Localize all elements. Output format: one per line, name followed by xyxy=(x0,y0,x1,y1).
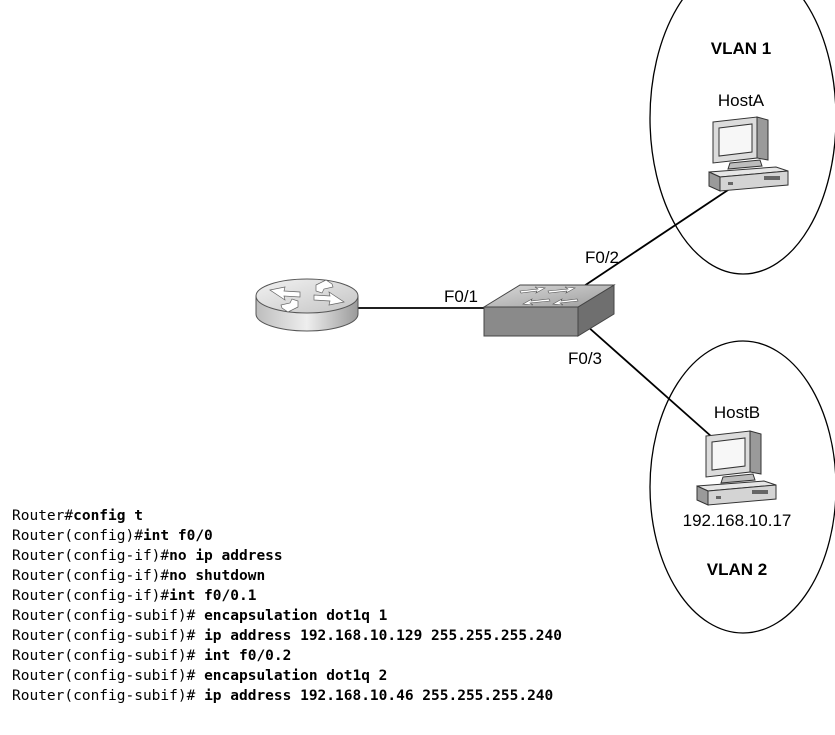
link-switch-hostb xyxy=(577,317,713,438)
vlan2-boundary xyxy=(649,340,835,634)
vlan2-label: VLAN 2 xyxy=(707,560,767,579)
config-line: Router(config-if)#no ip address xyxy=(12,546,562,566)
hostb-ip-label: 192.168.10.17 xyxy=(683,511,792,530)
config-line: Router(config-subif)# ip address 192.168… xyxy=(12,686,562,706)
config-command: no shutdown xyxy=(169,568,266,584)
config-command: int f0/0.1 xyxy=(169,588,257,604)
computer-icon xyxy=(696,430,777,506)
port-f0-3-label: F0/3 xyxy=(568,349,602,368)
hostb-label: HostB xyxy=(714,403,760,422)
computer-icon xyxy=(708,116,789,192)
config-prompt: Router(config-if)# xyxy=(12,588,170,604)
config-line: Router(config-if)#no shutdown xyxy=(12,566,562,586)
config-line: Router(config-if)#int f0/0.1 xyxy=(12,586,562,606)
config-prompt: Router(config)# xyxy=(12,528,143,544)
config-prompt: Router(config-if)# xyxy=(12,568,170,584)
config-command: int f0/0.2 xyxy=(204,648,292,664)
config-prompt: Router(config-subif)# xyxy=(12,668,205,684)
config-command: encapsulation dot1q 1 xyxy=(204,608,388,624)
switch-icon xyxy=(482,284,616,337)
config-prompt: Router(config-subif)# xyxy=(12,688,205,704)
config-prompt: Router(config-subif)# xyxy=(12,648,205,664)
config-command: ip address 192.168.10.46 255.255.255.240 xyxy=(204,688,554,704)
config-prompt: Router(config-if)# xyxy=(12,548,170,564)
config-line: Router(config-subif)# encapsulation dot1… xyxy=(12,666,562,686)
port-f0-1-label: F0/1 xyxy=(444,287,478,306)
config-command: config t xyxy=(73,508,143,524)
config-prompt: Router(config-subif)# xyxy=(12,608,205,624)
config-line: Router(config)#int f0/0 xyxy=(12,526,562,546)
config-command: ip address 192.168.10.129 255.255.255.24… xyxy=(204,628,562,644)
config-line: Router(config-subif)# int f0/0.2 xyxy=(12,646,562,666)
link-switch-hosta xyxy=(577,183,738,291)
port-f0-2-label: F0/2 xyxy=(585,248,619,267)
router-icon xyxy=(255,278,359,332)
hosta-label: HostA xyxy=(718,91,765,110)
vlan1-boundary xyxy=(649,0,835,275)
vlan1-label: VLAN 1 xyxy=(711,39,771,58)
config-line: Router(config-subif)# encapsulation dot1… xyxy=(12,606,562,626)
config-command: no ip address xyxy=(169,548,283,564)
config-command: encapsulation dot1q 2 xyxy=(204,668,388,684)
config-prompt: Router(config-subif)# xyxy=(12,628,205,644)
config-prompt: Router# xyxy=(12,508,74,524)
config-command: int f0/0 xyxy=(142,528,213,544)
config-line: Router(config-subif)# ip address 192.168… xyxy=(12,626,562,646)
config-line: Router#config t xyxy=(12,506,562,526)
